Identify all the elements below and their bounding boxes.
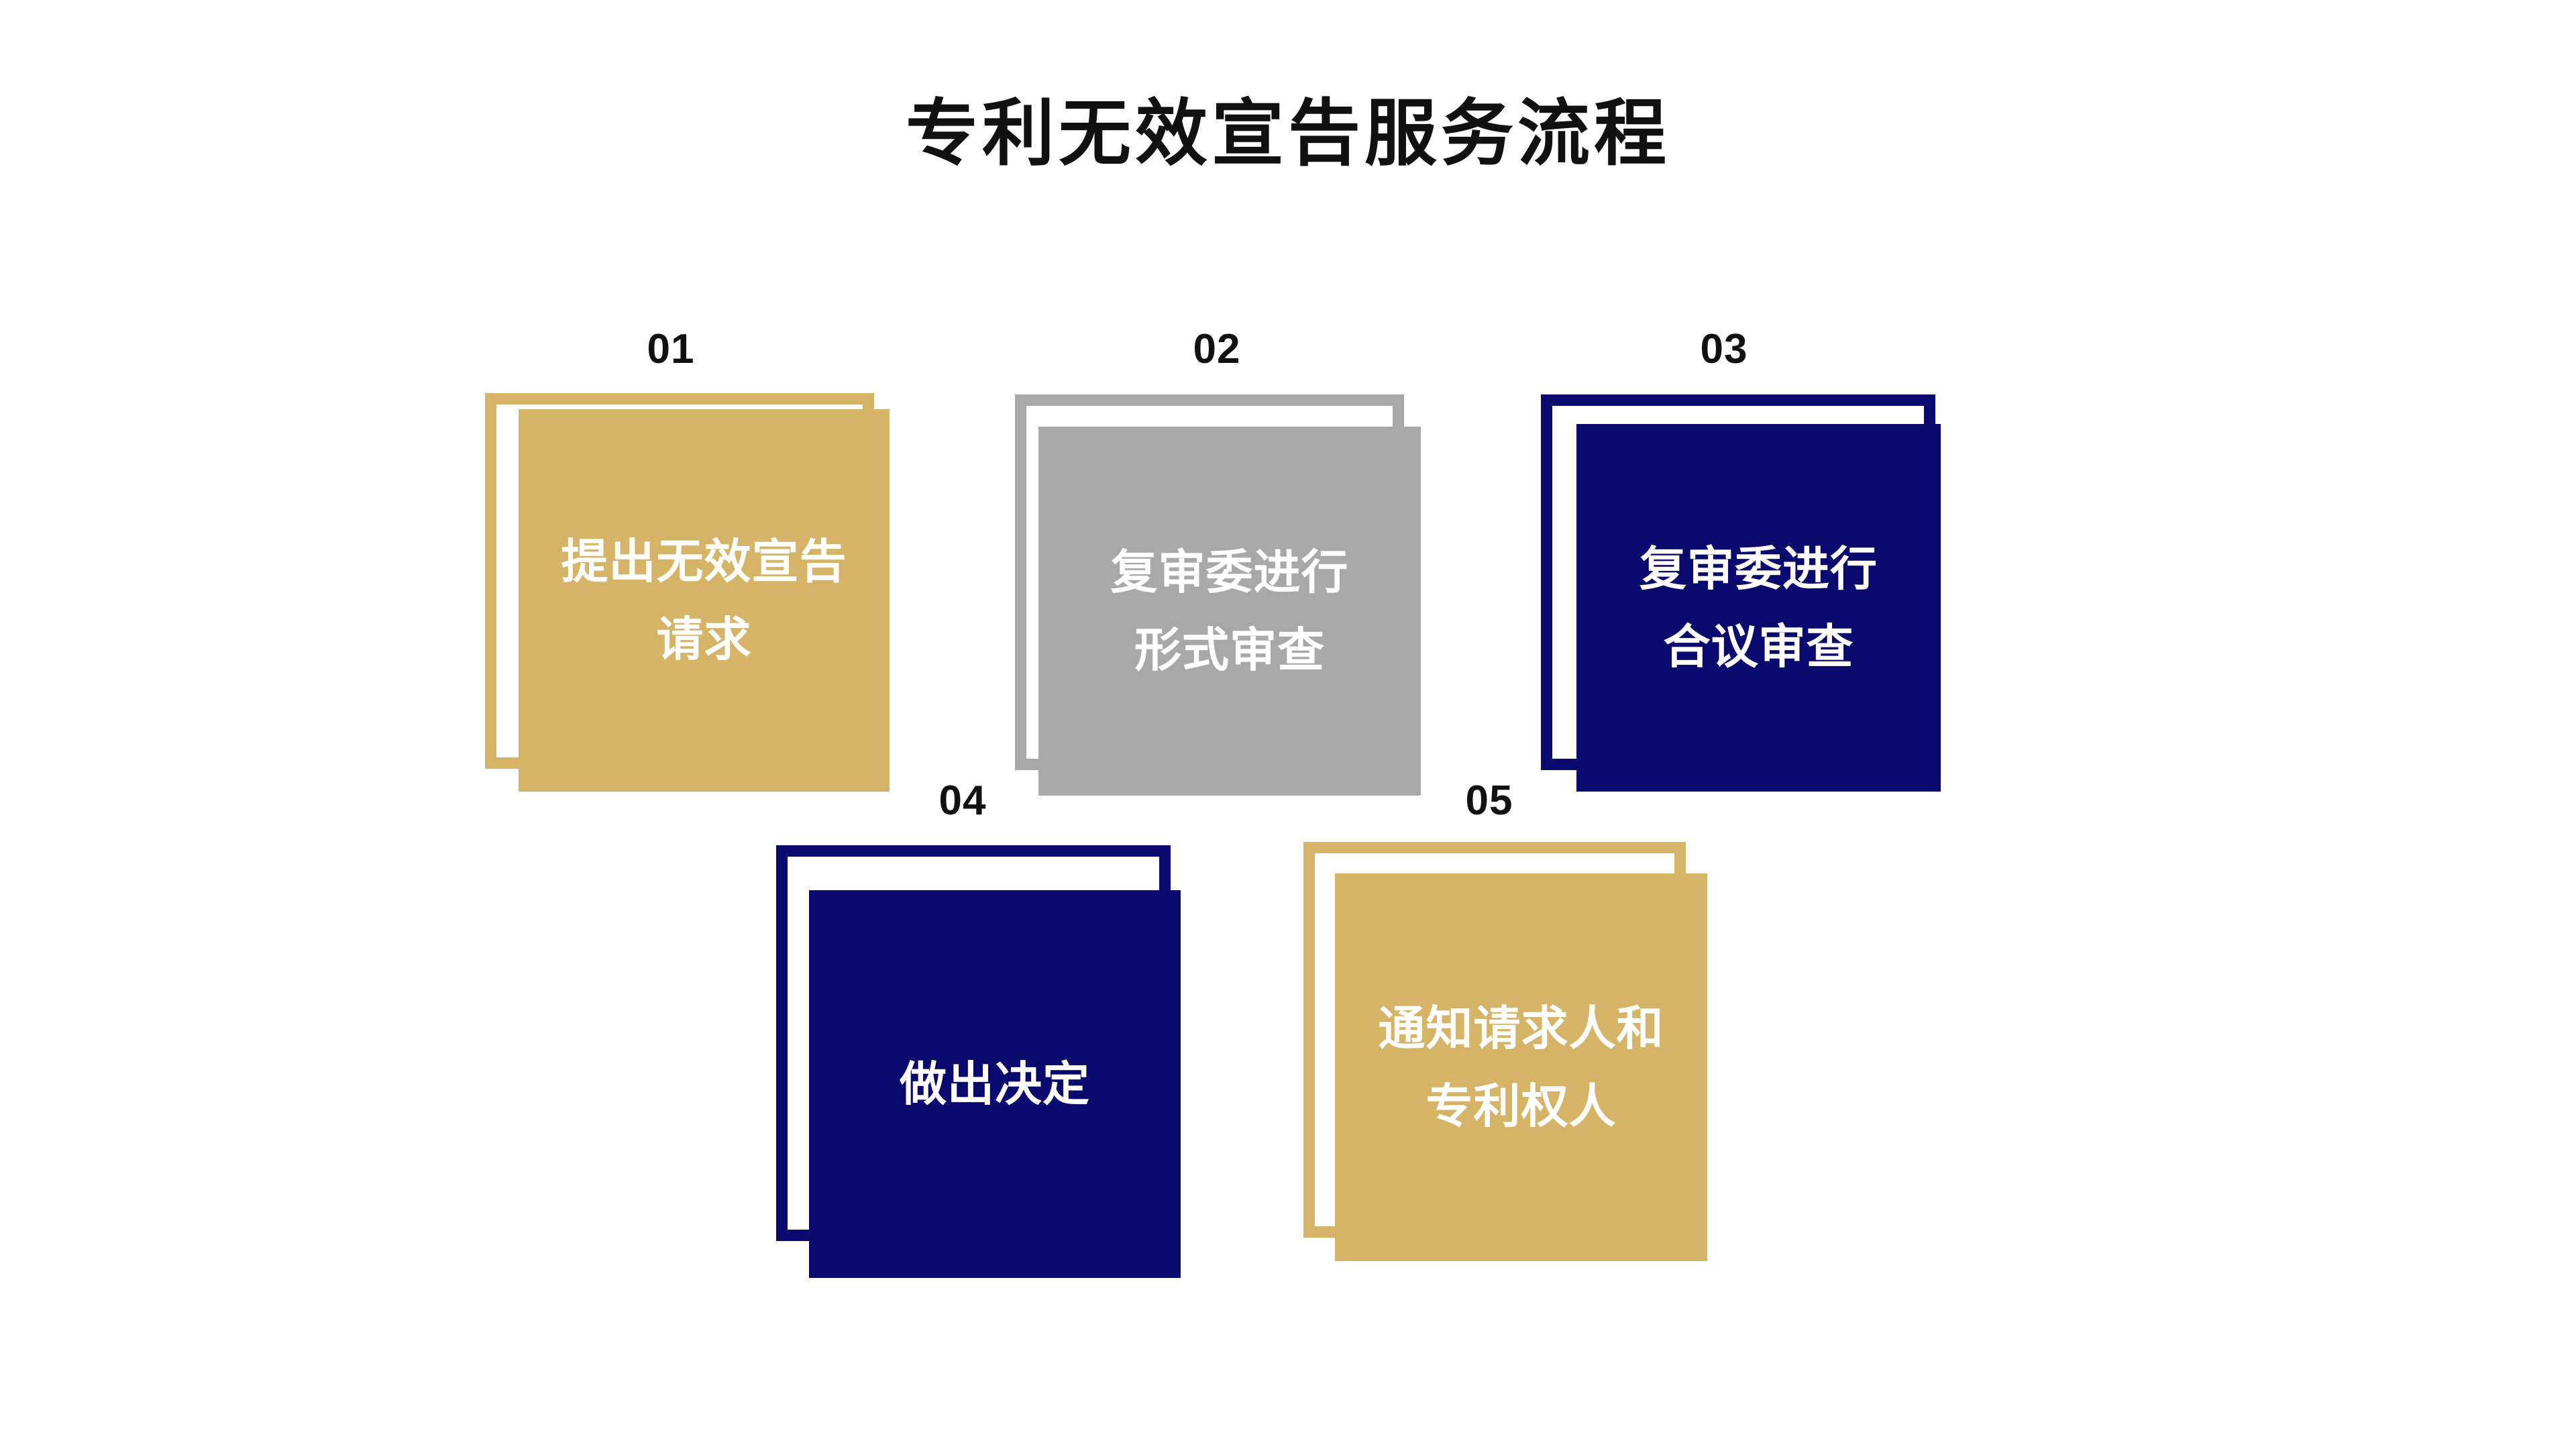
card-fill-04[interactable]: 做出决定 <box>809 890 1181 1278</box>
step-number-01: 01 <box>647 326 695 372</box>
card-fill-02[interactable]: 复审委进行 形式审查 <box>1038 427 1421 796</box>
step-label-02: 复审委进行 形式审查 <box>1110 546 1349 676</box>
step-number-05: 05 <box>1465 777 1513 824</box>
step-number-03: 03 <box>1700 326 1748 372</box>
card-fill-01[interactable]: 提出无效宣告 请求 <box>519 409 890 792</box>
card-fill-05[interactable]: 通知请求人和 专利权人 <box>1335 873 1707 1261</box>
page-title: 专利无效宣告服务流程 <box>905 93 1670 174</box>
step-number-04: 04 <box>938 777 987 824</box>
step-label-03: 复审委进行 合议审查 <box>1640 543 1878 673</box>
card-fill-03[interactable]: 复审委进行 合议审查 <box>1576 424 1941 792</box>
step-label-01: 提出无效宣告 请求 <box>561 535 847 665</box>
step-number-02: 02 <box>1193 326 1241 372</box>
step-label-05: 通知请求人和 专利权人 <box>1378 1002 1664 1132</box>
step-label-04: 做出决定 <box>900 1058 1090 1110</box>
